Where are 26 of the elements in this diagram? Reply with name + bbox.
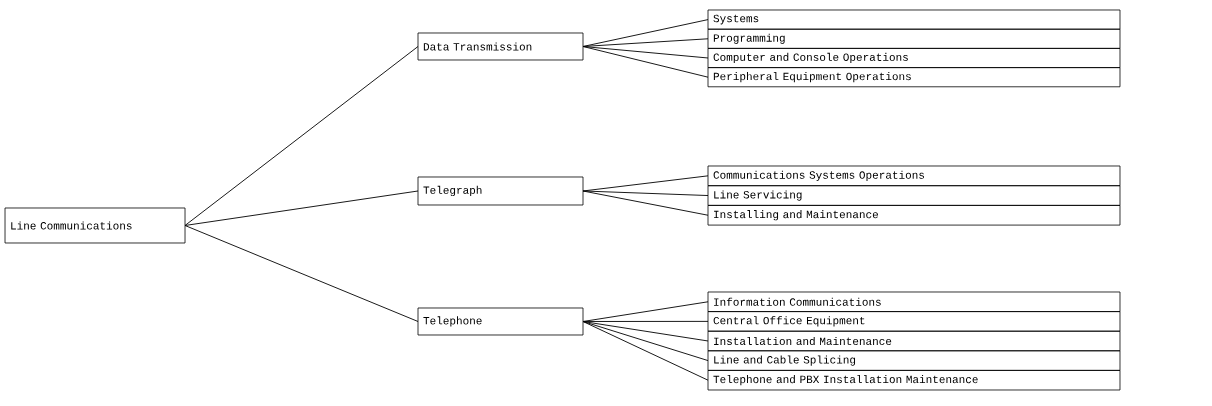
connector-line — [184, 225, 419, 322]
specialty-box: Line Servicing — [707, 185, 1121, 206]
specialty-box: Line and Cable Splicing — [707, 350, 1121, 371]
connector-line — [582, 321, 709, 342]
specialty-box: Telephone and PBX Installation Maintenance — [707, 370, 1121, 391]
specialty-box: Installation and Maintenance — [707, 330, 1121, 352]
connector-line — [582, 46, 709, 78]
category-box: Data Transmission — [417, 32, 584, 61]
specialty-box: Central Office Equipment — [707, 311, 1121, 332]
specialty-box: Information Communications — [707, 291, 1121, 312]
root-box: Line Communications — [4, 207, 186, 244]
connector-line — [582, 301, 709, 322]
specialty-box: Communications Systems Operations — [707, 165, 1121, 187]
specialty-box: Systems — [707, 9, 1121, 30]
connector-line — [582, 190, 709, 196]
connector-line — [582, 19, 709, 47]
specialty-box: Programming — [707, 28, 1121, 49]
connector-line — [582, 321, 709, 381]
connector-line — [582, 190, 709, 216]
category-box: Telegraph — [417, 176, 584, 206]
specialty-box: Installing and Maintenance — [707, 205, 1121, 226]
specialty-box: Computer and Console Operations — [707, 48, 1121, 68]
specialty-box: Peripheral Equipment Operations — [707, 67, 1121, 88]
connector-line — [184, 190, 419, 226]
connector-line — [184, 46, 419, 226]
category-box: Telephone — [417, 307, 584, 336]
